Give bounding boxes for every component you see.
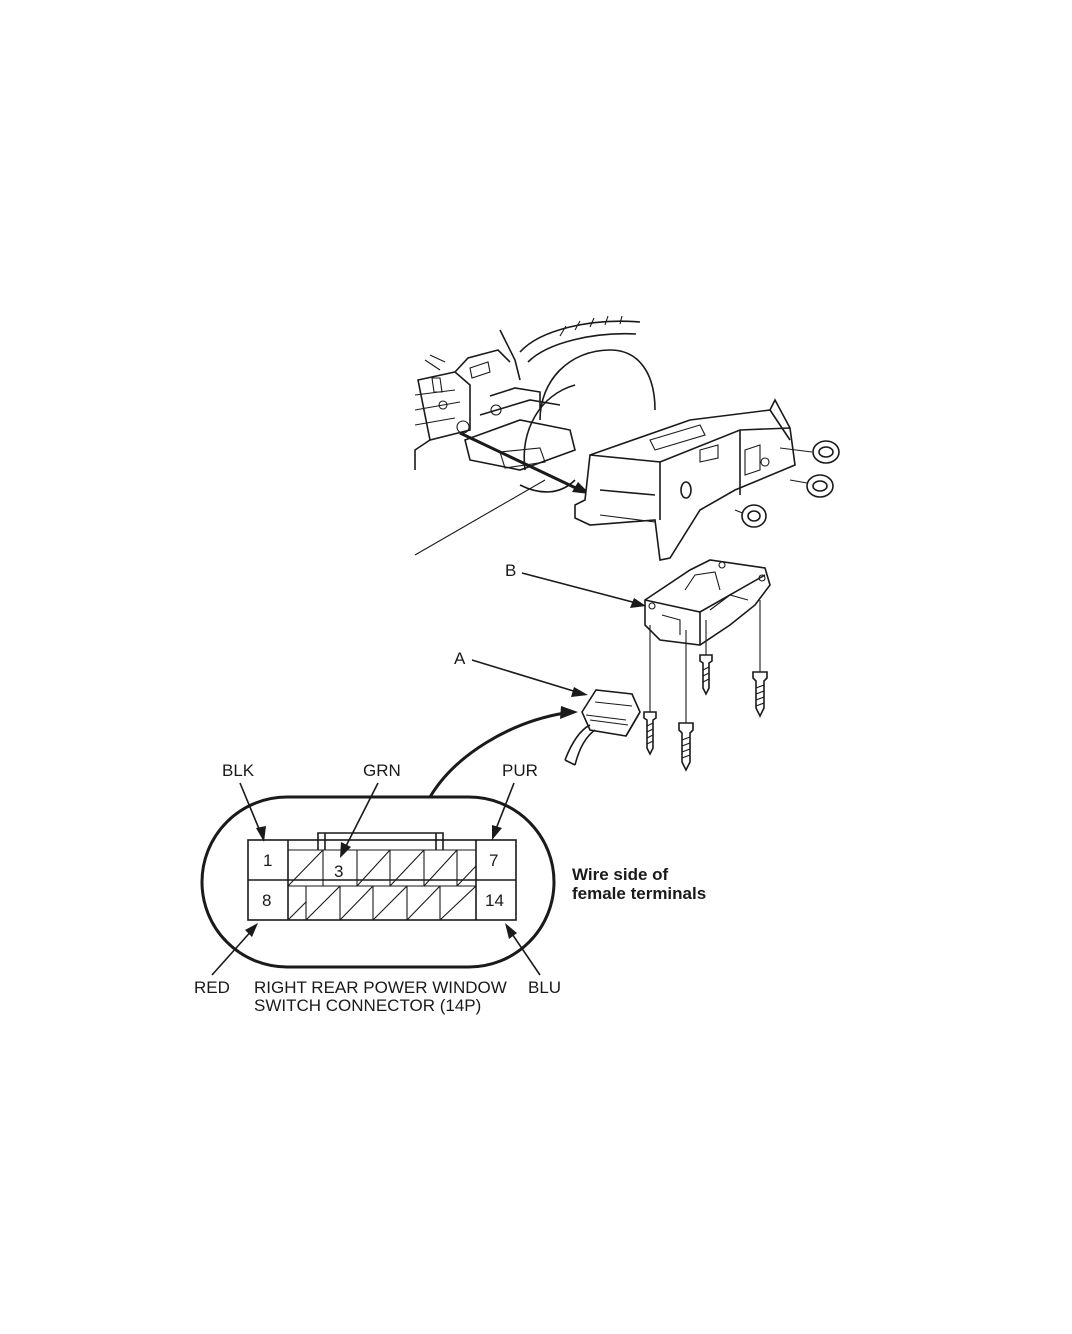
wire-label-blu: BLU [528,978,561,997]
connector-holder-b [644,559,771,646]
terminal-14: 14 [485,891,504,910]
empty-cavity-hatching [287,849,477,921]
mounting-screws [643,600,768,772]
wire-color-labels: BLK GRN PUR RED BLU [194,761,561,997]
caption-line-2: SWITCH CONNECTOR (14P) [254,996,481,1015]
connector-terminal-view: 1 3 7 8 14 [200,795,556,969]
terminal-7: 7 [489,851,498,870]
callout-a-label: A [454,649,466,668]
side-note-line-2: female terminals [572,884,706,903]
terminal-3: 3 [334,862,343,881]
callout-a: A [454,649,588,697]
wire-label-blk: BLK [222,761,255,780]
wire-label-red: RED [194,978,230,997]
terminal-1: 1 [263,851,272,870]
connector-reference-arrow [428,706,578,798]
vehicle-body-illustration [414,315,656,556]
callout-b: B [505,561,646,608]
connector-caption: RIGHT REAR POWER WINDOW SWITCH CONNECTOR… [254,978,507,1015]
caption-line-1: RIGHT REAR POWER WINDOW [254,978,507,997]
wire-side-note: Wire side of female terminals [572,865,706,903]
terminal-8: 8 [262,891,271,910]
bracket-housing [574,398,796,561]
connector-lock-tab [317,832,444,850]
retaining-clips [734,440,840,528]
connector-plug-a [564,689,641,766]
wire-label-grn: GRN [363,761,401,780]
wire-label-pur: PUR [502,761,538,780]
callout-b-label: B [505,561,516,580]
connector-outline [200,795,556,969]
side-note-line-1: Wire side of [572,865,669,884]
